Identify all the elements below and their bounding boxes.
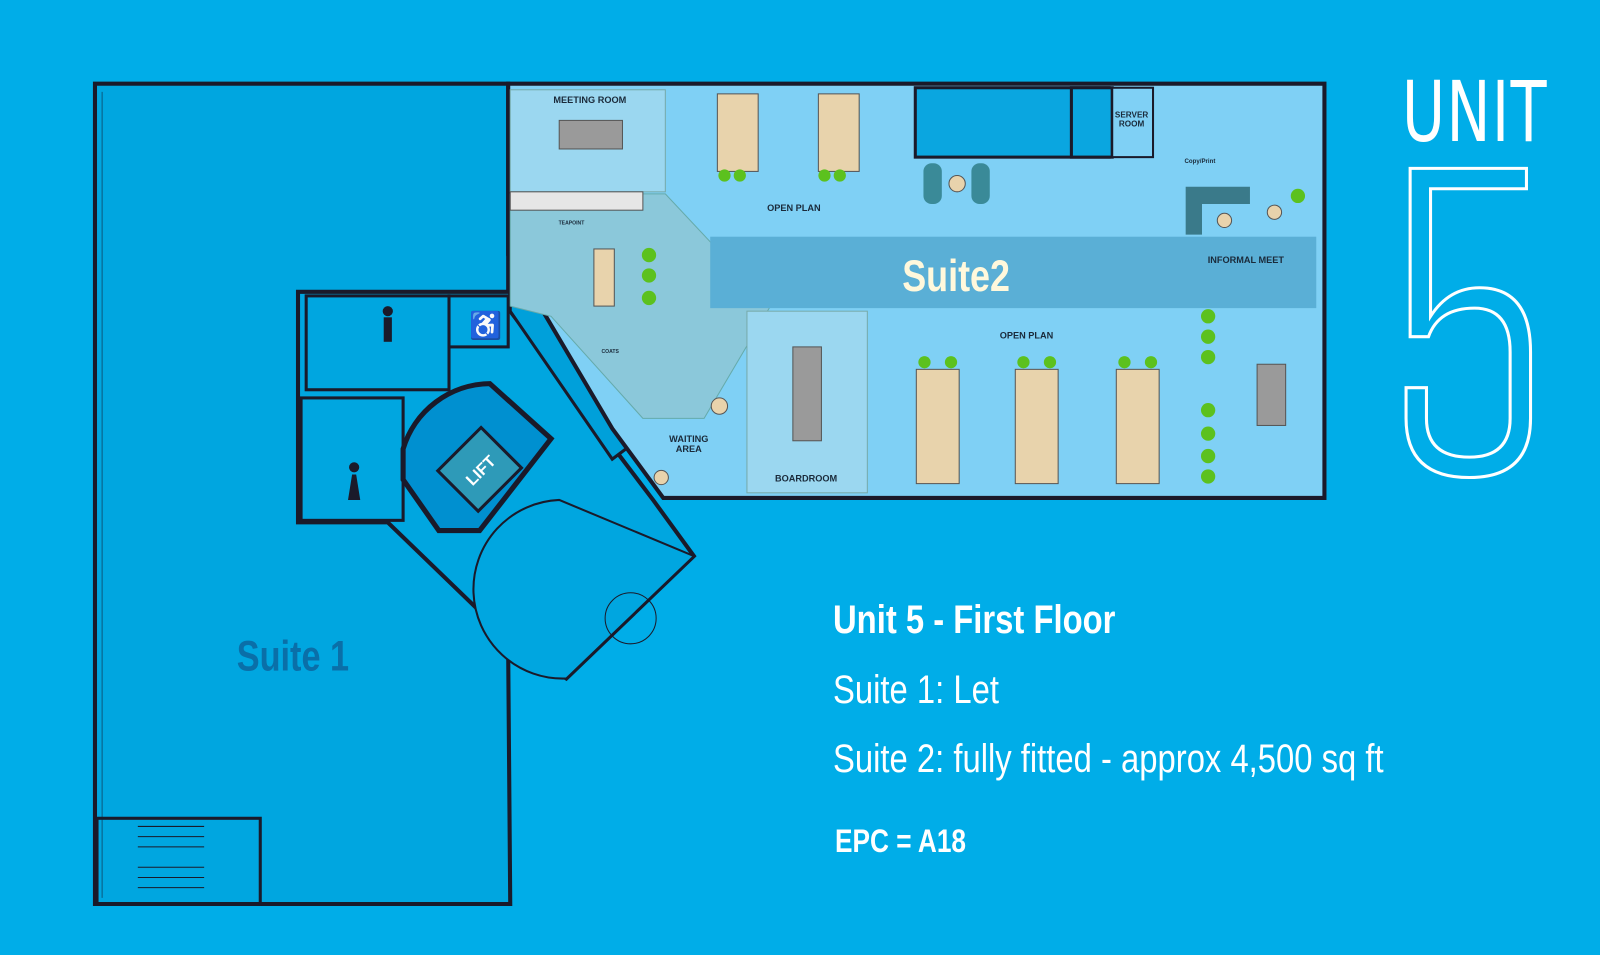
coats-label: COATS [601, 349, 619, 355]
atrium [472, 498, 696, 680]
unit-number-graphic [1404, 166, 1533, 480]
open-plan-top-label: OPEN PLAN [767, 203, 821, 213]
boardroom-label: BOARDROOM [775, 474, 838, 484]
unit-word: UNIT [1402, 63, 1548, 161]
toilets-female [299, 396, 405, 522]
plants [641, 169, 1306, 484]
teapoint-label: TEAPOINT [559, 220, 586, 226]
meeting-room-label: MEETING ROOM [553, 95, 626, 105]
suite2-band [710, 236, 1317, 309]
wheelchair-icon: ♿ [469, 310, 502, 341]
teapoint-counter [509, 191, 644, 211]
lift: LIFT [435, 425, 524, 514]
suite1-stair [95, 816, 262, 906]
informal-table [1256, 363, 1287, 426]
toilets-male [304, 294, 451, 392]
female-icon [349, 462, 360, 473]
info-title: Unit 5 - First Floor [833, 598, 1116, 642]
server-room [1111, 86, 1155, 159]
waiting-area-label-1: WAITING [669, 434, 708, 444]
male-icon [382, 306, 393, 317]
sofa [1185, 186, 1250, 235]
kitchen-table [593, 248, 615, 307]
server-room-label-1: SERVER [1115, 110, 1149, 119]
informal-meet-label: INFORMAL MEET [1208, 255, 1285, 265]
kitchen-area [509, 193, 772, 419]
info-suite1: Suite 1: Let [833, 668, 999, 712]
meeting-table [558, 119, 623, 150]
suite-2-area: MEETING ROOM OPEN PLAN OPEN PLAN SERVER … [506, 81, 1327, 500]
waiting-area-label-2: AREA [676, 444, 702, 454]
copy-print-label: Copy/Print [1185, 158, 1216, 165]
open-plan-bottom-label: OPEN PLAN [1000, 331, 1054, 341]
desk-cluster [716, 93, 1160, 485]
boardroom-table [792, 346, 822, 442]
server-room-label-2: ROOM [1119, 120, 1145, 129]
suite-1-label: Suite 1 [237, 633, 349, 680]
info-epc: EPC = A18 [835, 823, 967, 859]
accessible-wc [447, 294, 510, 349]
suite-2-label: Suite2 [902, 250, 1010, 301]
info-suite2: Suite 2: fully fitted - approx 4,500 sq … [833, 737, 1384, 781]
